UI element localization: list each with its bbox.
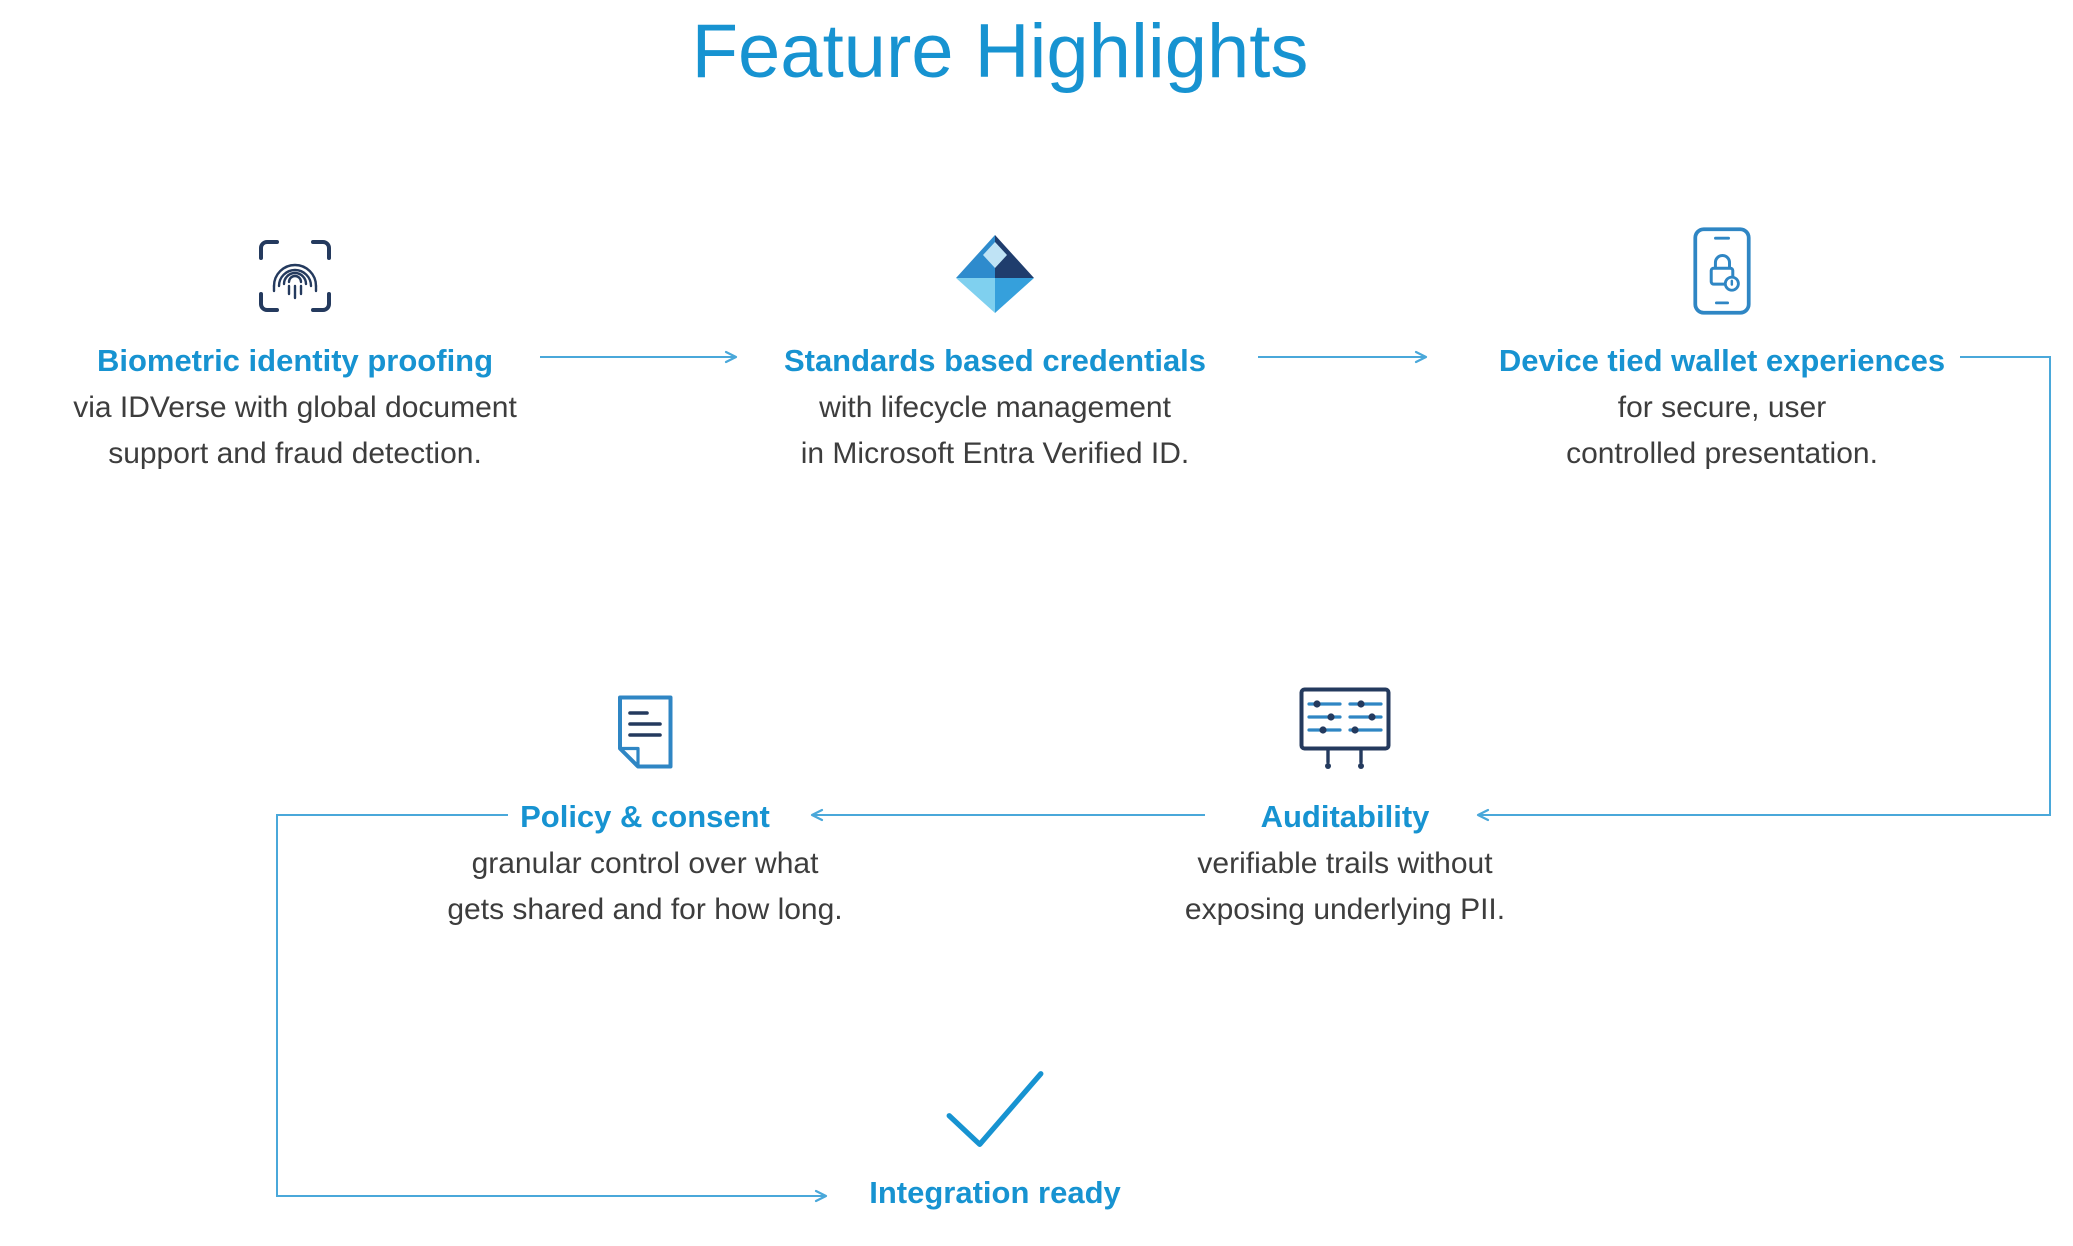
feature-heading: Device tied wallet experiences xyxy=(1498,343,1946,378)
feature-heading: Integration ready xyxy=(869,1175,1121,1210)
arrow-policy-to-integration xyxy=(276,814,828,1203)
phone-lock-icon xyxy=(1692,227,1752,316)
feature-heading: Standards based credentials xyxy=(783,343,1207,378)
fingerprint-scan-icon xyxy=(255,230,335,316)
feature-auditability: Auditability verifiable trails without e… xyxy=(1085,686,1605,933)
description-line: verifiable trails without xyxy=(1197,847,1493,880)
feature-biometric-identity-proofing: Biometric identity proofing via IDVerse … xyxy=(35,230,555,477)
feature-heading: Policy & consent xyxy=(520,799,770,834)
feature-device-tied-wallet-experiences: Device tied wallet experiences for secur… xyxy=(1462,227,1982,477)
arrow-wallet-to-auditability xyxy=(1476,356,2051,822)
audit-log-icon xyxy=(1298,686,1392,772)
entra-verified-id-icon xyxy=(949,230,1041,316)
feature-standards-based-credentials: Standards based credentials with lifecyc… xyxy=(735,230,1255,477)
feature-policy-and-consent: Policy & consent granular control over w… xyxy=(385,686,905,933)
description-line: in Microsoft Entra Verified ID. xyxy=(800,437,1190,470)
description-line: with lifecycle management xyxy=(819,391,1171,424)
checkmark-icon xyxy=(941,1066,1049,1152)
feature-description: via IDVerse with global document support… xyxy=(73,385,517,477)
description-line: granular control over what xyxy=(471,847,819,880)
description-line: support and fraud detection. xyxy=(108,437,482,470)
description-line: for secure, user xyxy=(1617,391,1827,424)
feature-description: with lifecycle management in Microsoft E… xyxy=(801,385,1189,477)
feature-heading: Biometric identity proofing xyxy=(96,343,494,378)
description-line: controlled presentation. xyxy=(1566,437,1878,470)
document-note-icon xyxy=(607,686,683,772)
description-line: via IDVerse with global document xyxy=(73,391,517,424)
description-line: exposing underlying PII. xyxy=(1184,893,1506,926)
description-line: gets shared and for how long. xyxy=(447,893,843,926)
feature-description: for secure, user controlled presentation… xyxy=(1566,385,1878,477)
page-title: Feature Highlights xyxy=(691,9,1309,94)
feature-heading: Auditability xyxy=(1260,799,1430,834)
feature-description: granular control over what gets shared a… xyxy=(447,841,842,933)
feature-integration-ready: Integration ready xyxy=(735,1066,1255,1217)
feature-description: verifiable trails without exposing under… xyxy=(1185,841,1505,933)
